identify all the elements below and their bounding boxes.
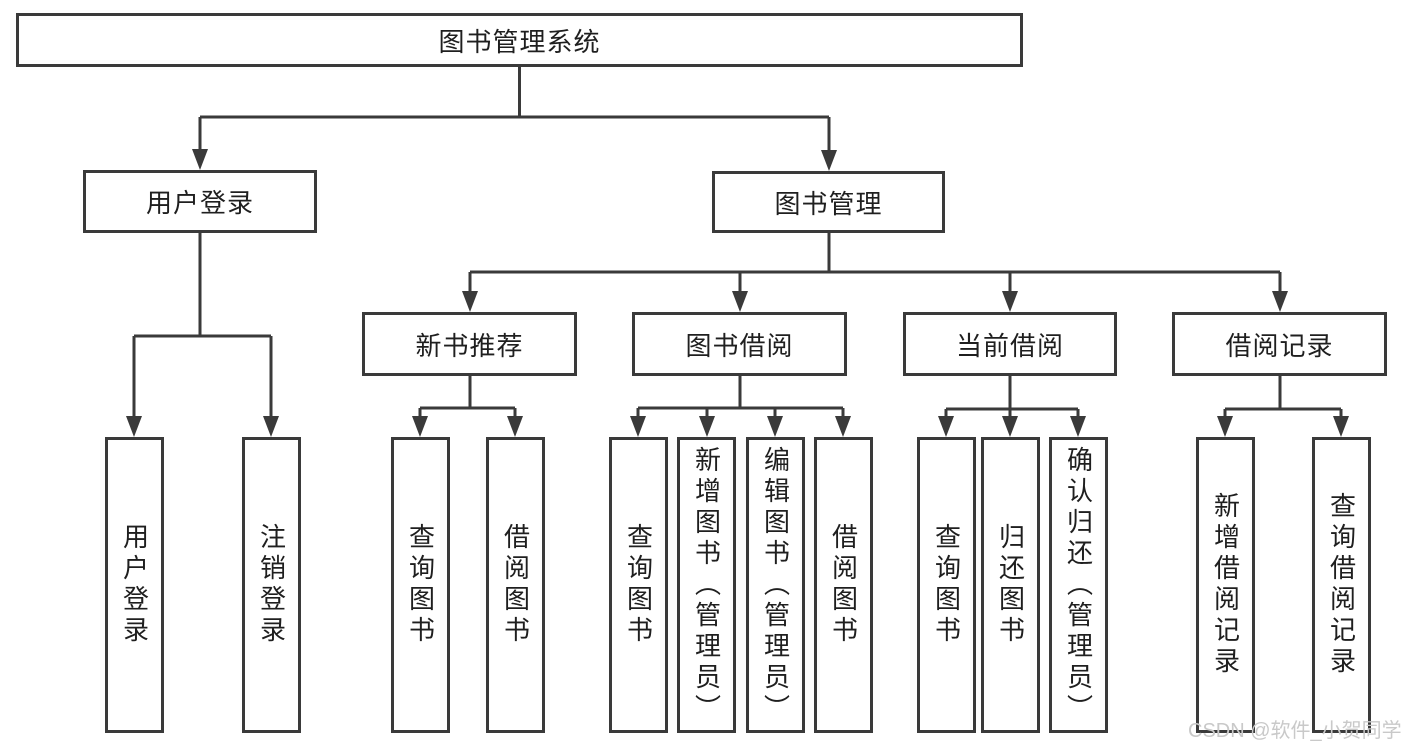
watermark: CSDN @软件_小贺同学 <box>1188 720 1402 742</box>
leaf-logout: 注销登录 <box>242 437 301 733</box>
node-user-login: 用户登录 <box>83 170 317 233</box>
node-book-borrowing: 图书借阅 <box>632 312 847 376</box>
tree-edges <box>132 66 1343 418</box>
leaf-borrow-query-book: 查询图书 <box>609 437 668 733</box>
leaf-user-login: 用户登录 <box>105 437 164 733</box>
node-new-book-recommendation: 新书推荐 <box>362 312 577 376</box>
leaf-records-add-record: 新增借阅记录 <box>1196 437 1255 733</box>
leaf-current-confirm-return-admin: 确认归还（管理员） <box>1049 437 1108 733</box>
leaf-borrow-add-book-admin: 新增图书（管理员） <box>677 437 736 733</box>
node-current-borrowing: 当前借阅 <box>903 312 1117 376</box>
leaf-recommend-query-book: 查询图书 <box>391 437 450 733</box>
node-library-management-system: 图书管理系统 <box>16 13 1023 67</box>
node-book-management: 图书管理 <box>712 171 945 233</box>
leaf-current-return-book: 归还图书 <box>981 437 1040 733</box>
leaf-records-query-record: 查询借阅记录 <box>1312 437 1371 733</box>
node-borrowing-records: 借阅记录 <box>1172 312 1387 376</box>
arrowheads <box>126 149 1349 437</box>
leaf-borrow-edit-book-admin: 编辑图书（管理员） <box>746 437 805 733</box>
leaf-current-query-book: 查询图书 <box>917 437 976 733</box>
leaf-borrow-borrow-book: 借阅图书 <box>814 437 873 733</box>
leaf-recommend-borrow-book: 借阅图书 <box>486 437 545 733</box>
